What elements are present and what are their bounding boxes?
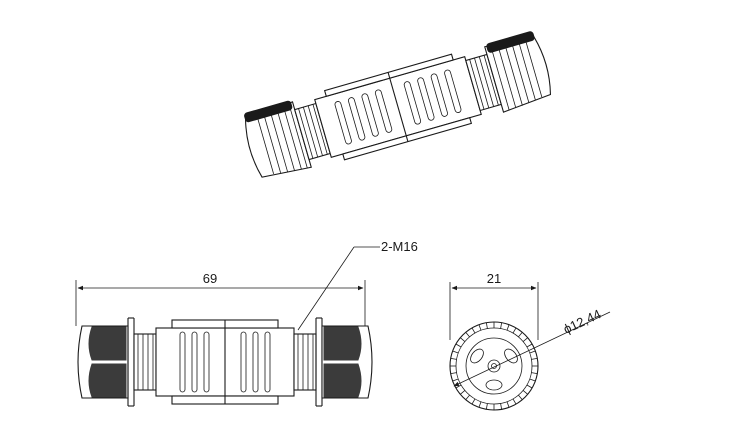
knurl-tick <box>465 332 470 338</box>
knurl-tick <box>455 343 462 348</box>
knurl-tick <box>522 337 528 342</box>
iso-left-nut <box>244 100 312 178</box>
knurl-tick <box>485 403 488 410</box>
side-view: 69 2-M16 <box>75 239 418 407</box>
knurl-tick <box>526 384 533 389</box>
knurl-tick <box>478 401 482 408</box>
iso-right-thread <box>465 53 502 112</box>
isometric-view <box>244 31 552 178</box>
knurl-tick <box>531 372 538 375</box>
knurl-tick <box>452 378 459 382</box>
iso-right-nut <box>484 31 552 113</box>
overall-length-label: 69 <box>203 271 217 286</box>
knurl-tick <box>485 322 488 329</box>
knurl-tick <box>500 403 503 410</box>
knurl-tick <box>450 372 457 375</box>
knurl-tick <box>506 324 510 331</box>
knurl-tick <box>452 350 459 354</box>
knurl-tick <box>450 357 457 360</box>
diameter-label: ϕ12,44 <box>561 306 603 336</box>
knurl-tick <box>529 378 536 382</box>
knurl-tick <box>512 398 517 405</box>
knurl-tick <box>460 337 466 342</box>
end-view: 21 ϕ12,44 <box>449 271 611 411</box>
knurl-tick <box>522 390 528 395</box>
knurl-tick <box>529 350 536 354</box>
knurl-tick <box>465 394 470 400</box>
knurl-tick <box>455 384 462 389</box>
knurl-tick <box>518 394 523 400</box>
knurl-tick <box>478 324 482 331</box>
knurl-tick <box>471 327 476 334</box>
iso-center-body <box>314 53 482 161</box>
knurl-tick <box>512 327 517 334</box>
knurl-tick <box>531 357 538 360</box>
thread-callout-label: 2-M16 <box>381 239 418 254</box>
knurl-tick <box>471 398 476 405</box>
knurl-tick <box>506 401 510 408</box>
knurl-tick <box>500 322 503 329</box>
knurl-tick <box>518 332 523 338</box>
knurl-tick <box>526 343 533 348</box>
knurl-tick <box>460 390 466 395</box>
end-width-label: 21 <box>487 271 501 286</box>
end-view-knurling <box>450 322 538 410</box>
